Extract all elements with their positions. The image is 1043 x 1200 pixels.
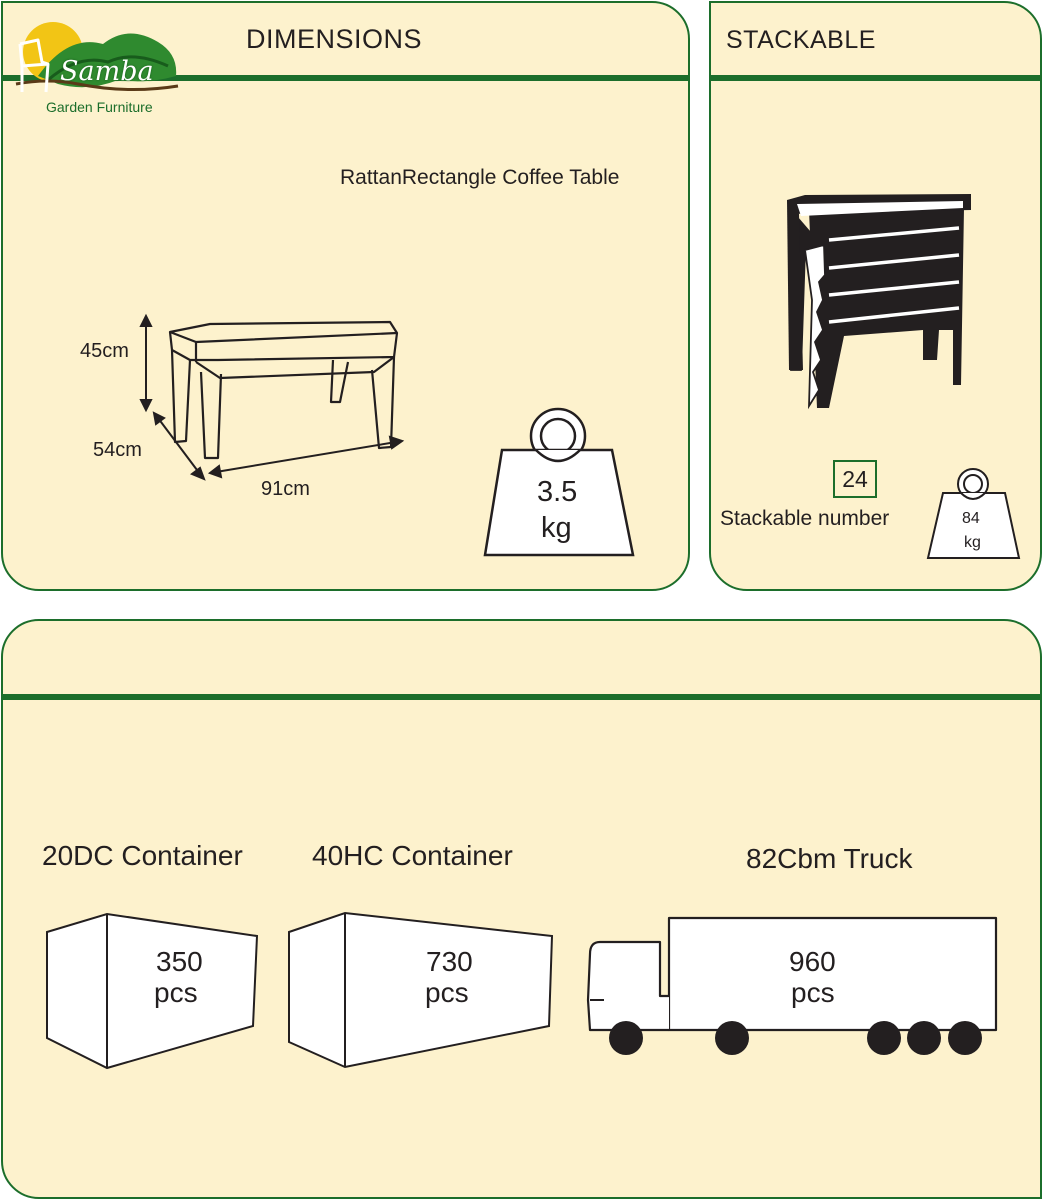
table-weight-value: 3.5 [537,476,578,508]
truck-qty: 960 [789,946,836,977]
loading-divider [3,694,1040,700]
stack-weight-unit: kg [964,534,981,551]
samba-logo: Samba Garden Furniture [8,14,188,124]
coffee-table-drawing [139,313,405,481]
logo-brand: Samba [60,56,154,87]
weight-icon [483,407,635,557]
stackable-heading: STACKABLE [726,26,876,54]
dimensions-heading: DIMENSIONS [246,24,423,54]
stack-weight-value: 84 [962,510,980,527]
product-name: RattanRectangle Coffee Table [340,166,620,189]
stackable-number: 24 [842,466,868,492]
container-20dc-icon [46,912,259,1070]
truck-name: 82Cbm Truck [746,843,913,874]
container-40hc-unit: pcs [425,977,469,1008]
stacked-tables-drawing [787,194,971,410]
logo-graphic [15,22,179,93]
stackable-number-label: Stackable number [720,507,890,530]
truck-icon [586,916,998,1055]
height-label: 45cm [80,340,129,362]
loading-panel [1,619,1042,1199]
dimensions-divider [3,75,688,81]
container-20dc-unit: pcs [154,977,198,1008]
depth-label: 54cm [93,439,142,461]
table-weight-unit: kg [541,512,572,544]
stackable-number-badge: 24 [833,460,877,498]
container-20dc-name: 20DC Container [42,840,243,871]
stackable-divider [711,75,1041,81]
container-20dc-qty: 350 [156,946,203,977]
logo-tagline: Garden Furniture [46,99,153,115]
container-40hc-qty: 730 [426,946,473,977]
container-40hc-name: 40HC Container [312,840,513,871]
container-40hc-icon [288,911,554,1069]
truck-unit: pcs [791,977,835,1008]
width-label: 91cm [261,478,310,500]
stack-weight-icon [926,468,1021,559]
